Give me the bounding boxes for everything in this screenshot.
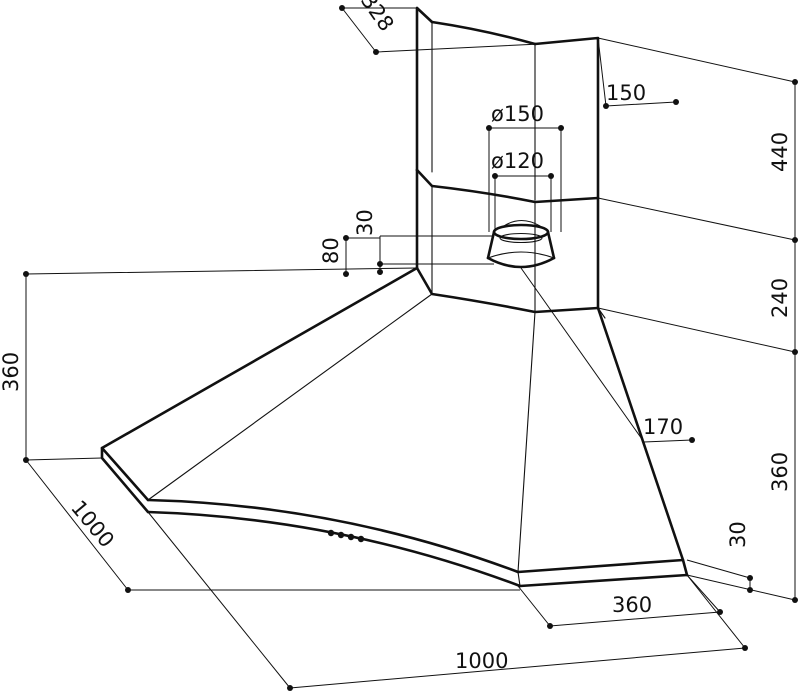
- dim-240-label: 240: [768, 278, 792, 318]
- control-button: [327, 529, 335, 537]
- dim-30-bottom-label: 30: [726, 521, 750, 548]
- dimension-lines: [23, 5, 798, 691]
- exhaust-outlet: [486, 219, 556, 269]
- dim-360-front-label: 360: [612, 593, 652, 617]
- dim-170-label: 170: [643, 415, 683, 439]
- dim-1000-bottom-label: 1000: [455, 649, 508, 673]
- dim-80-label: 80: [319, 237, 343, 264]
- dim-outlet-outer-label: ø150: [491, 102, 544, 126]
- dim-440-label: 440: [768, 132, 792, 172]
- dim-1000-left-label: 1000: [66, 496, 119, 552]
- dim-360-right-label: 360: [768, 452, 792, 492]
- control-button: [347, 533, 355, 541]
- control-buttons: [327, 529, 365, 543]
- dim-30-top-label: 30: [353, 209, 377, 236]
- dim-360-left-label: 360: [0, 352, 23, 392]
- dimension-labels: 328 150 ø150 ø120 440 30 80 240 360 170 …: [0, 0, 792, 673]
- dim-328-label: 328: [356, 0, 399, 36]
- dim-150-depth-label: 150: [606, 81, 646, 105]
- dim-outlet-inner-label: ø120: [491, 149, 544, 173]
- control-button: [337, 531, 345, 539]
- hood-outline: [100, 6, 689, 588]
- control-button: [357, 535, 365, 543]
